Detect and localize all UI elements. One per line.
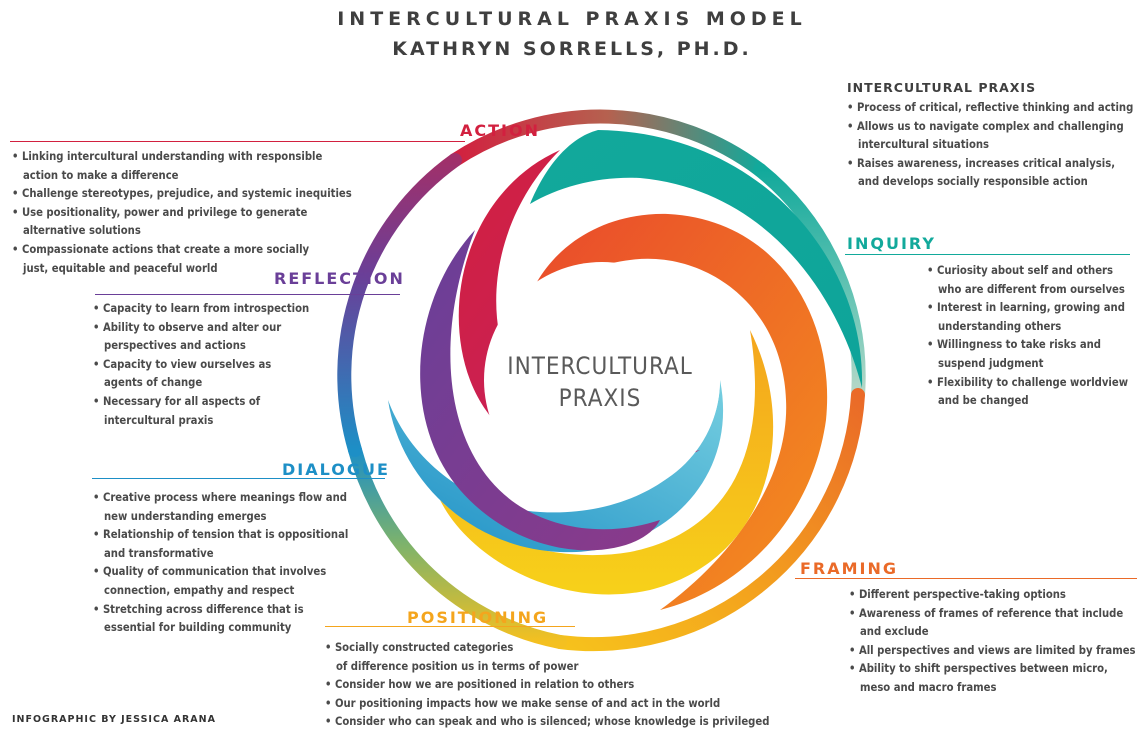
inquiry-rule — [845, 254, 1130, 255]
list-item: Necessary for all aspects ofintercultura… — [93, 393, 309, 430]
intercultural-praxis-list: Process of critical, reflective thinking… — [847, 99, 1133, 192]
list-item: Capacity to learn from introspection — [93, 300, 309, 319]
list-item: Challenge stereotypes, prejudice, and sy… — [12, 185, 352, 204]
center-core — [484, 262, 720, 498]
list-item: Linking intercultural understanding with… — [12, 148, 352, 185]
swirl-blade-purple — [420, 230, 660, 551]
center-label-line2: PRAXIS — [558, 384, 642, 412]
intercultural-praxis-heading: INTERCULTURAL PRAXIS — [847, 80, 1037, 95]
inquiry-heading: INQUIRY — [847, 234, 936, 253]
dialogue-rule — [92, 478, 385, 479]
list-item: All perspectives and views are limited b… — [849, 642, 1136, 661]
dialogue-heading: DIALOGUE — [282, 460, 390, 479]
ring-segment-action-inquiry — [448, 109, 767, 177]
reflection-list: Capacity to learn from introspection Abi… — [93, 300, 309, 430]
list-item: Consider who can speak and who is silenc… — [325, 713, 770, 732]
list-item: Interest in learning, growing andunderst… — [927, 299, 1128, 336]
swirl-blade-blue — [388, 380, 724, 553]
list-item: Different perspective-taking options — [849, 586, 1136, 605]
list-item: Creative process where meanings flow and… — [93, 489, 348, 526]
reflection-heading: REFLECTION — [274, 269, 405, 288]
ring-segment-reflection — [337, 153, 462, 457]
main-title: INTERCULTURAL PRAXIS MODEL — [337, 8, 807, 30]
center-label-line1: INTERCULTURAL — [507, 352, 693, 380]
action-list: Linking intercultural understanding with… — [12, 148, 352, 278]
action-heading: ACTION — [460, 121, 540, 140]
framing-rule — [795, 578, 1137, 579]
ring-segment-positioning — [348, 443, 567, 649]
list-item: Allows us to navigate complex and challe… — [847, 118, 1133, 155]
center-label: INTERCULTURAL PRAXIS — [505, 350, 695, 414]
list-item: Compassionate actions that create a more… — [12, 241, 352, 278]
list-item: Process of critical, reflective thinking… — [847, 99, 1133, 118]
author-subtitle: KATHRYN SORRELLS, PH.D. — [392, 38, 752, 60]
framing-heading: FRAMING — [800, 559, 899, 578]
action-rule — [10, 141, 465, 142]
list-item: Quality of communication that involvesco… — [93, 563, 348, 600]
list-item: Raises awareness, increases critical ana… — [847, 155, 1133, 192]
infographic-credit: INFOGRAPHIC BY JESSICA ARANA — [12, 714, 216, 725]
swirl-blade-teal — [530, 130, 863, 388]
list-item: Our positioning impacts how we make sens… — [325, 695, 769, 714]
list-item: Relationship of tension that is oppositi… — [93, 526, 348, 563]
list-item: Stretching across difference that isesse… — [93, 601, 348, 638]
positioning-heading: POSITIONING — [407, 608, 549, 627]
list-item: Consider how we are positioned in relati… — [325, 676, 769, 695]
list-item: Use positionality, power and privilege t… — [12, 204, 352, 241]
list-item: Ability to observe and alter ourperspect… — [93, 319, 309, 356]
framing-list: Different perspective-taking options Awa… — [849, 586, 1136, 698]
positioning-rule — [325, 626, 575, 627]
list-item: Ability to shift perspectives between mi… — [849, 660, 1136, 697]
list-item: Awareness of frames of reference that in… — [849, 605, 1136, 642]
reflection-rule — [95, 294, 400, 295]
dialogue-list: Creative process where meanings flow and… — [93, 489, 348, 638]
